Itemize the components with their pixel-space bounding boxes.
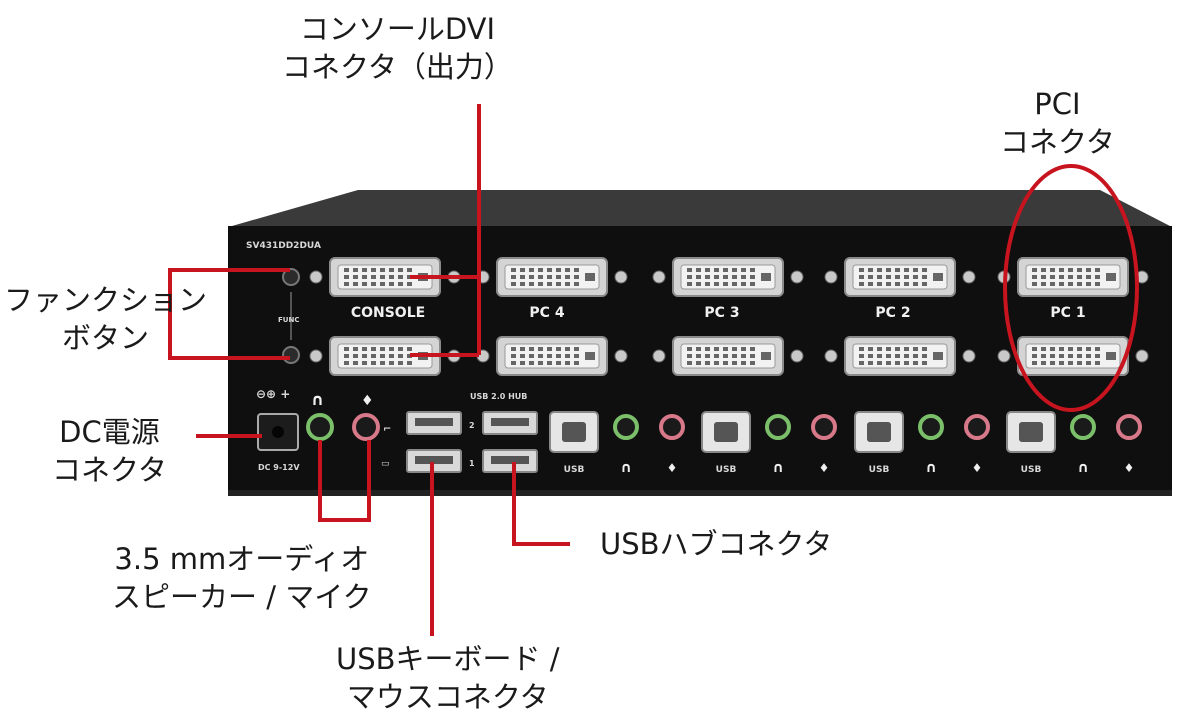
dc-power-jack-pin bbox=[272, 426, 284, 438]
pci-label-line2: コネクタ bbox=[1000, 125, 1115, 159]
usb-keyboard-label-line1: USBキーボード / bbox=[336, 642, 560, 676]
headphone-jack-pc4[interactable] bbox=[613, 414, 639, 440]
pci-callout-ellipse bbox=[1003, 164, 1139, 412]
function-button-label-line1: ファンクション bbox=[4, 283, 208, 317]
dc-power-symbol: ⊖⊕ + bbox=[256, 387, 290, 401]
function-button-label-line2: ボタン bbox=[62, 321, 150, 355]
dvi-connector-pc2-bottom[interactable] bbox=[824, 336, 976, 376]
port-label-pc3: PC 3 bbox=[704, 305, 739, 321]
func-text: FUNC bbox=[278, 316, 299, 324]
dvi-connector-pc4-bottom[interactable] bbox=[476, 336, 628, 376]
dc-voltage-text: DC 9-12V bbox=[258, 463, 300, 472]
mic-jack-pc3[interactable] bbox=[811, 414, 837, 440]
usb-number-top: 2 bbox=[469, 421, 475, 430]
device-base bbox=[228, 490, 1172, 496]
port-label-pc1: PC 1 bbox=[1050, 305, 1085, 321]
port-label-pc2: PC 2 bbox=[875, 305, 910, 321]
pc-port-group-pc3: USB ∩ ♦ bbox=[701, 411, 837, 476]
headphone-icon-pc4: ∩ bbox=[620, 460, 631, 476]
dvi-connector-pc4-top[interactable] bbox=[476, 257, 628, 297]
console-dvi-label: コンソールDVI コネクタ（出力） bbox=[282, 10, 513, 86]
function-button-label: ファンクション ボタン bbox=[4, 281, 207, 357]
usb-b-label-pc2: USB bbox=[869, 465, 890, 475]
dc-power-label-line2: コネクタ bbox=[52, 453, 167, 487]
headphone-icon-pc3: ∩ bbox=[772, 460, 783, 476]
dvi-connector-pc3-top[interactable] bbox=[652, 257, 804, 297]
dc-power-label-line1: DC電源 bbox=[59, 415, 160, 449]
console-dvi-label-line1: コンソールDVI bbox=[299, 12, 496, 46]
usb-b-label-pc3: USB bbox=[716, 465, 737, 475]
headphone-jack-pc2[interactable] bbox=[918, 414, 944, 440]
keyboard-icon: ▭ bbox=[381, 459, 390, 469]
pc-port-group-pc4: USB ∩ ♦ bbox=[549, 411, 685, 476]
audio-label-line1: 3.5 mmオーディオ bbox=[114, 542, 370, 576]
callout-lines bbox=[168, 104, 570, 636]
device-top-surface bbox=[232, 190, 1170, 226]
usb-hub-label: USBハブコネクタ bbox=[600, 527, 833, 561]
headphone-icon: ∩ bbox=[311, 390, 324, 409]
usb-b-label-pc4: USB bbox=[564, 465, 585, 475]
usb-b-label-pc1: USB bbox=[1021, 465, 1042, 475]
port-label-console: CONSOLE bbox=[351, 305, 425, 321]
dvi-connector-pc1-bottom[interactable] bbox=[997, 336, 1149, 376]
dvi-connector-console-top[interactable] bbox=[309, 257, 461, 297]
headphone-jack-pc3[interactable] bbox=[765, 414, 791, 440]
headphone-icon-pc1: ∩ bbox=[1077, 460, 1088, 476]
port-label-pc4: PC 4 bbox=[529, 305, 564, 321]
usb-keyboard-label: USBキーボード / マウスコネクタ bbox=[336, 640, 560, 716]
panel-model-text: SV431DD2DUA bbox=[246, 241, 321, 251]
usb-hub-title: USB 2.0 HUB bbox=[470, 392, 527, 401]
usb-number-bottom: 1 bbox=[469, 459, 475, 468]
function-button-top[interactable] bbox=[282, 268, 300, 286]
pc-port-group-pc1: USB ∩ ♦ bbox=[1006, 411, 1142, 476]
dc-power-label: DC電源 コネクタ bbox=[52, 413, 167, 489]
headphone-icon-pc2: ∩ bbox=[925, 460, 936, 476]
audio-label: 3.5 mmオーディオ スピーカー / マイク bbox=[112, 540, 372, 616]
pci-label: PCI コネクタ bbox=[1000, 85, 1115, 161]
mic-icon-pc4: ♦ bbox=[667, 461, 678, 475]
mic-icon-pc2: ♦ bbox=[972, 461, 983, 475]
pci-label-line1: PCI bbox=[1034, 87, 1081, 121]
mic-icon-pc1: ♦ bbox=[1124, 461, 1135, 475]
mic-jack-pc4[interactable] bbox=[659, 414, 685, 440]
mic-icon: ♦ bbox=[361, 393, 374, 409]
dvi-connector-pc1-top[interactable] bbox=[997, 257, 1149, 297]
console-dvi-label-line2: コネクタ（出力） bbox=[282, 50, 513, 84]
dvi-connector-pc3-bottom[interactable] bbox=[652, 336, 804, 376]
audio-label-line2: スピーカー / マイク bbox=[112, 580, 372, 614]
console-mic-jack[interactable] bbox=[352, 413, 380, 441]
console-headphone-jack[interactable] bbox=[306, 413, 334, 441]
mic-icon-pc3: ♦ bbox=[819, 461, 830, 475]
mouse-icon: ⌐ bbox=[383, 424, 391, 435]
mic-jack-pc2[interactable] bbox=[964, 414, 990, 440]
headphone-jack-pc1[interactable] bbox=[1070, 414, 1096, 440]
usb-keyboard-label-line2: マウスコネクタ bbox=[346, 680, 549, 714]
dvi-connector-pc2-top[interactable] bbox=[824, 257, 976, 297]
pc-port-group-pc2: USB ∩ ♦ bbox=[854, 411, 990, 476]
mic-jack-pc1[interactable] bbox=[1116, 414, 1142, 440]
function-button-bottom[interactable] bbox=[282, 346, 300, 364]
